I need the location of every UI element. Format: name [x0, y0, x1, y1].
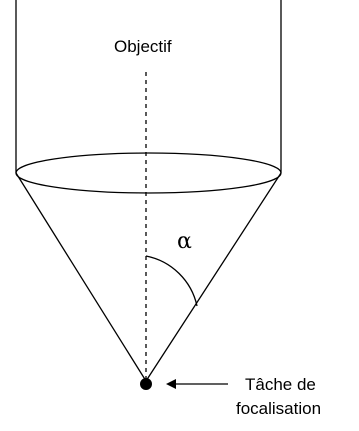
focal-spot — [140, 378, 152, 390]
angle-label: α — [177, 229, 192, 254]
focus-label-line1: Tâche de — [245, 375, 316, 394]
focus-label-line2: focalisation — [236, 399, 321, 418]
angle-arc — [145, 255, 198, 307]
lens-ellipse — [15, 152, 282, 194]
objective-label: Objectif — [114, 37, 172, 56]
cone-right-side — [145, 172, 282, 382]
pointer-arrowhead — [166, 379, 176, 389]
cone-left-side — [15, 172, 147, 382]
